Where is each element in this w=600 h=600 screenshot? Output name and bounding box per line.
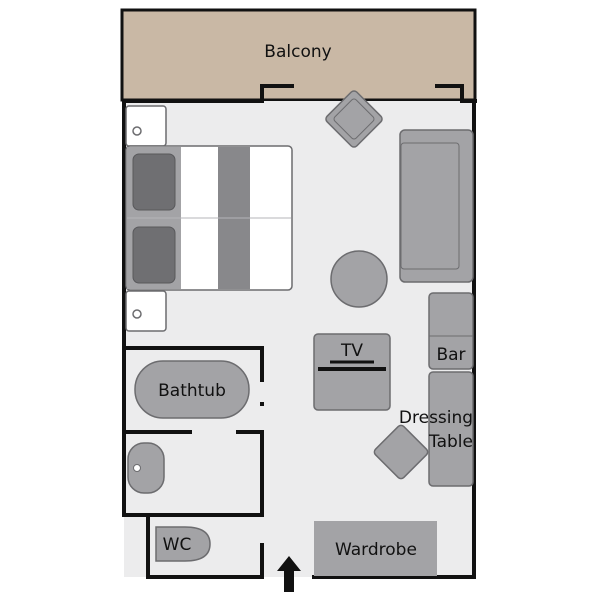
balcony-area xyxy=(120,8,477,102)
bar-counter xyxy=(428,292,474,370)
wardrobe: Wardrobe xyxy=(314,521,437,576)
wc-label: WC xyxy=(163,535,192,555)
dressing-table: Dressing Table xyxy=(373,371,474,487)
sofa xyxy=(399,129,474,283)
sink xyxy=(127,442,165,494)
tv-cabinet xyxy=(313,333,391,411)
bath-divider-2 xyxy=(148,430,264,517)
walls xyxy=(122,84,477,579)
bathtub: Bathtub xyxy=(134,360,250,419)
lamp-icon xyxy=(132,309,142,319)
sink-basin xyxy=(127,442,165,494)
balcony-wall-right xyxy=(435,84,477,103)
bathtub-shape xyxy=(134,360,250,419)
bar: Bar xyxy=(428,292,474,370)
dressing-table-label-line1: Dressing xyxy=(399,408,473,428)
balcony-wall xyxy=(122,84,294,103)
coffee-table xyxy=(330,250,388,308)
tv-unit: TV xyxy=(313,333,391,411)
wardrobe-unit xyxy=(314,521,437,576)
balcony-label: Balcony xyxy=(264,42,331,62)
toilet xyxy=(155,526,211,562)
dressing-table-label-line2: Table xyxy=(428,432,473,452)
bed-area xyxy=(125,105,293,332)
drain-icon xyxy=(133,464,141,472)
pillow-top xyxy=(132,153,176,211)
lamp-icon xyxy=(132,126,142,136)
arrow-up-icon xyxy=(277,556,301,592)
dressing-stool xyxy=(373,424,429,480)
balcony: Balcony xyxy=(120,8,477,102)
dressing-table-surface xyxy=(428,371,474,487)
sofa-seat xyxy=(400,142,460,270)
bathtub-label: Bathtub xyxy=(158,381,226,401)
pillow-bottom xyxy=(132,226,176,284)
wc: WC xyxy=(155,526,211,562)
bottom-wall-left xyxy=(122,513,264,579)
nightstand-bottom xyxy=(125,290,167,332)
bathroom-wall-top xyxy=(122,346,264,382)
armchair-seat xyxy=(333,98,375,140)
nightstand-top xyxy=(125,105,167,147)
bar-label: Bar xyxy=(436,345,465,365)
wardrobe-label: Wardrobe xyxy=(335,540,417,560)
tv-label: TV xyxy=(340,341,363,361)
